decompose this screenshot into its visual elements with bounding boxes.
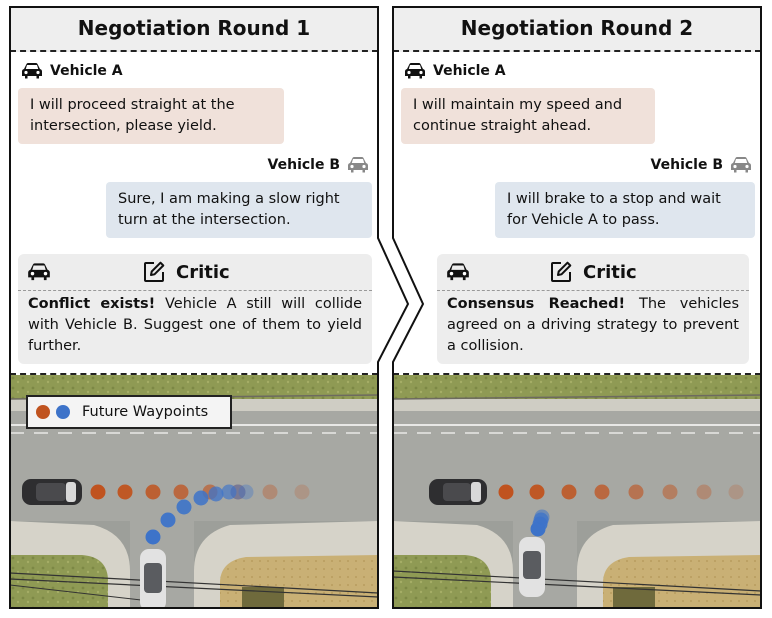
car-icon [405,63,425,79]
critic-header: Critic [18,254,372,291]
vehicle-a-message: I will proceed straight at the intersect… [18,88,284,144]
edit-note-icon [551,261,572,282]
critic-title: Critic [549,260,637,284]
car-icon [28,263,50,281]
car-icon [731,157,751,173]
critic-box: Critic Consensus Reached! The vehicles a… [437,254,749,364]
vehicle-a-legend-dot [36,405,50,419]
negotiation-round-1-panel: Negotiation Round 1 Vehicle A I will pro… [10,6,378,609]
critic-box: Critic Conflict exists! Vehicle A still … [18,254,372,364]
critic-text: Consensus Reached! The vehicles agreed o… [447,294,739,357]
vehicle-b-message: Sure, I am making a slow right turn at t… [106,182,372,238]
critic-verdict: Consensus Reached! [447,296,626,312]
edit-note-icon [144,261,165,282]
critic-text: Conflict exists! Vehicle A still will co… [28,294,362,357]
negotiation-round-2-panel: Negotiation Round 2 Vehicle A I will mai… [393,6,761,609]
vehicle-b-speaker: Vehicle B [651,156,753,174]
vehicle-b-label: Vehicle B [267,157,340,173]
critic-label: Critic [176,261,230,283]
intersection-scene-2 [393,373,761,609]
vehicle-a-label: Vehicle A [50,63,123,79]
vehicle-a-car [429,479,487,505]
vehicle-b-speaker: Vehicle B [268,156,370,174]
vehicle-b-car [140,549,166,609]
critic-verdict: Conflict exists! [28,296,156,312]
car-icon [447,263,469,281]
vehicle-b-car [519,537,545,597]
legend-label: Future Waypoints [82,404,209,420]
vehicle-a-speaker: Vehicle A [20,62,123,80]
critic-title: Critic [142,260,230,284]
car-icon [348,157,368,173]
vehicle-b-label: Vehicle B [650,157,723,173]
critic-header: Critic [437,254,749,291]
car-icon [22,63,42,79]
vehicle-a-message: I will maintain my speed and continue st… [401,88,655,144]
vehicle-a-car [22,479,82,505]
intersection-scene-1: Future Waypoints [10,373,378,609]
intersection-illustration [393,375,761,609]
waypoints-legend: Future Waypoints [26,395,232,429]
vehicle-a-speaker: Vehicle A [403,62,506,80]
vehicle-b-legend-dot [56,405,70,419]
vehicle-a-label: Vehicle A [433,63,506,79]
critic-label: Critic [583,261,637,283]
panel-title: Negotiation Round 1 [10,6,378,52]
vehicle-b-message: I will brake to a stop and wait for Vehi… [495,182,755,238]
panel-title: Negotiation Round 2 [393,6,761,52]
